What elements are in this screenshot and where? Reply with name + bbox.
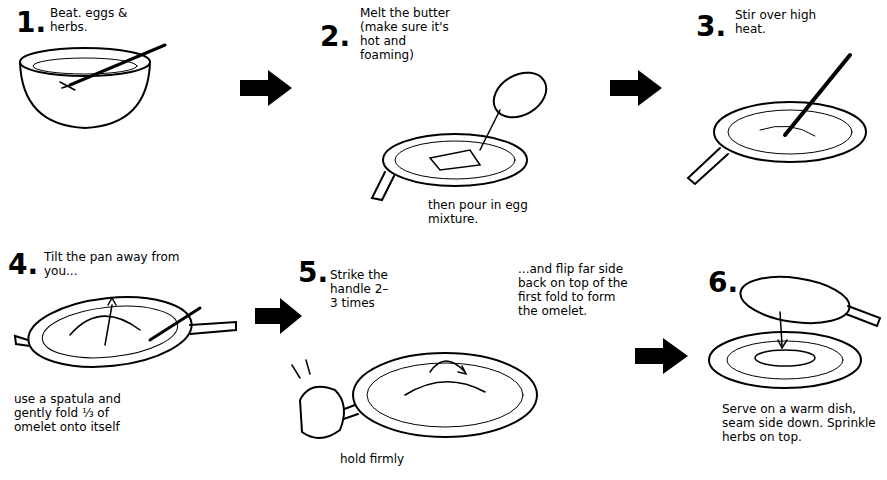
instruction-text: then pour in egg mixture. [428, 198, 543, 226]
instruction-text: Strike the handle 2–3 times [330, 268, 392, 310]
step-number: 4. [8, 250, 42, 280]
instruction-text: Serve on a warm dish, seam side down. Sp… [722, 402, 882, 444]
pan-stirring [688, 55, 866, 184]
instruction-text: Stir over high heat. [735, 8, 835, 36]
instruction-text: Beat. eggs & herbs. [50, 6, 160, 34]
instruction-text: ...and flip far side back on top of the … [518, 262, 636, 318]
step-number: 5. [298, 258, 332, 288]
instruction-text: hold firmly [340, 452, 440, 466]
step-arrows [240, 70, 688, 374]
mixing-bowl [20, 45, 165, 128]
pan-flipping [292, 353, 537, 438]
step-number: 1. [16, 8, 50, 38]
instruction-text: use a spatula and gently fold ⅓ of omele… [14, 392, 154, 434]
step-number: 2. [320, 22, 356, 52]
instruction-text: Melt the butter (make sure it's hot and … [360, 6, 452, 62]
step-number: 6. [708, 268, 744, 298]
step-number: 3. [696, 12, 732, 42]
pan-folding [15, 290, 236, 375]
instruction-text: Tilt the pan away from you... [44, 250, 204, 278]
pan-melting-butter [372, 64, 554, 200]
